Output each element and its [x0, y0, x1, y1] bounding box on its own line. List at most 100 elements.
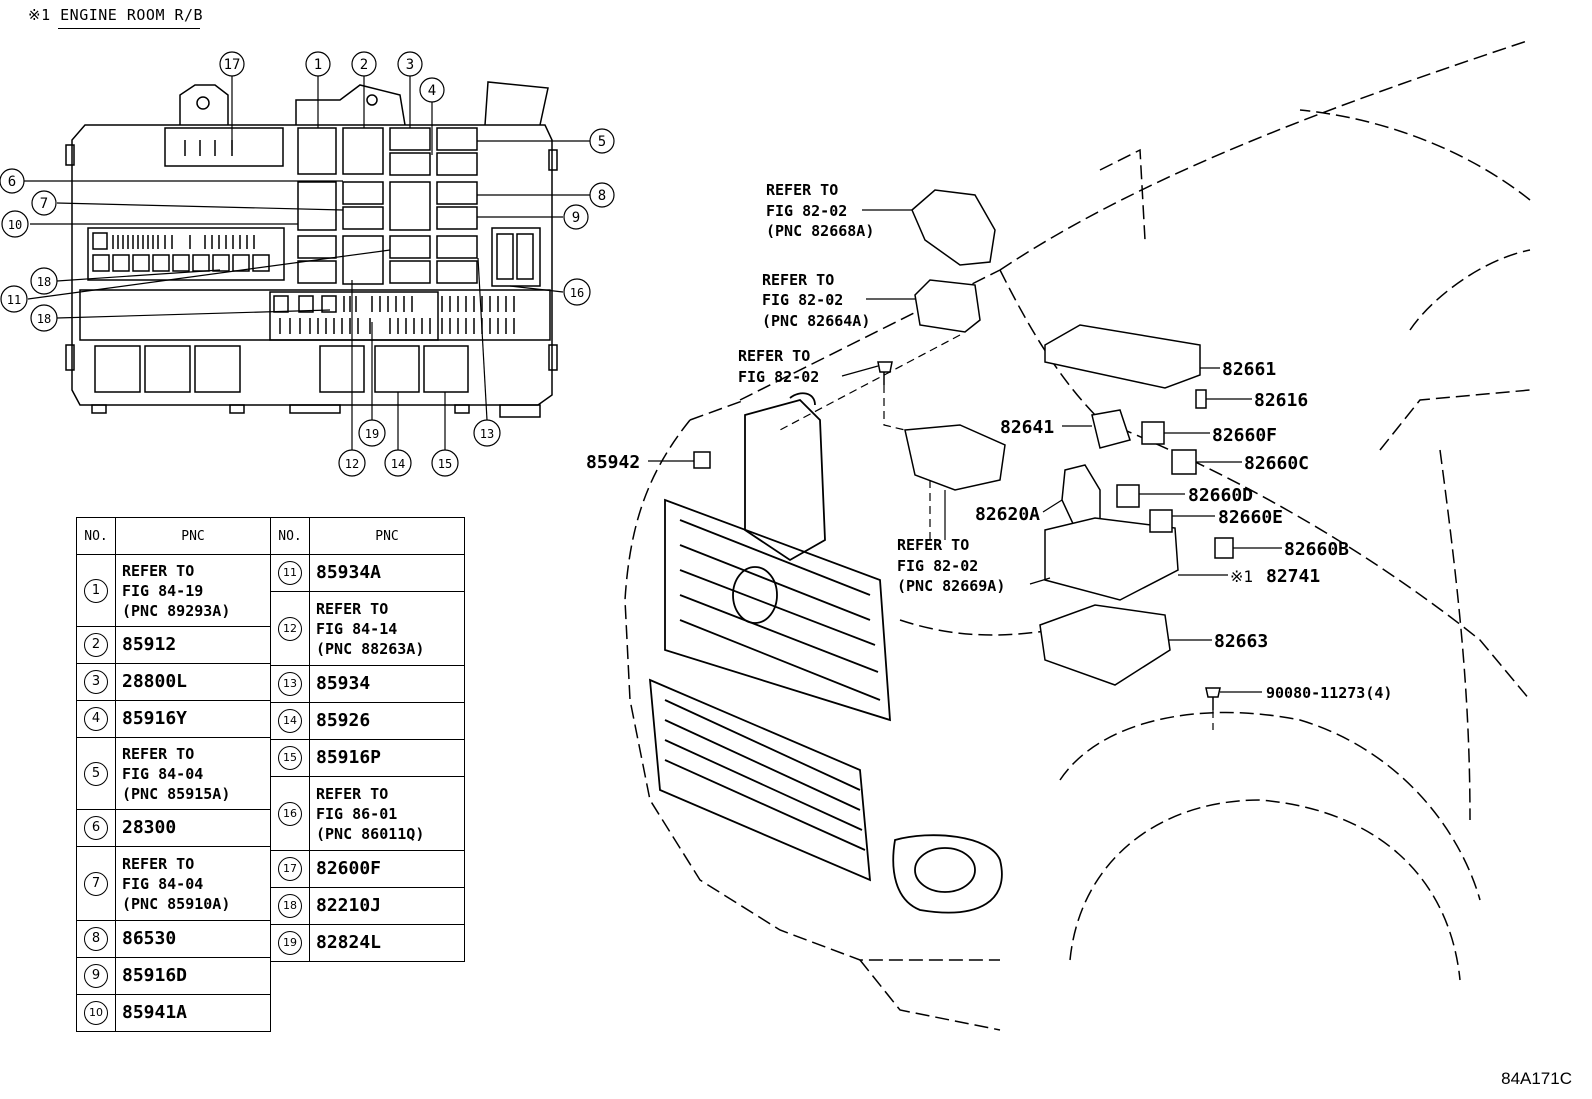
refer-third-line1: REFER TO	[738, 347, 810, 365]
table-row: 1 REFER TO FIG 84-19 (PNC 89293A)	[76, 554, 271, 627]
header-note: ※1 ENGINE ROOM R/B	[28, 6, 203, 29]
callout-19-text: 19	[365, 427, 379, 441]
row-number: 18	[278, 894, 302, 918]
callout-15: 15	[431, 449, 459, 477]
row-pnc: 85916Y	[115, 700, 271, 738]
refer-third-line2: FIG 82-02	[738, 368, 819, 386]
row-number: 7	[84, 871, 108, 896]
row-number: 17	[278, 857, 302, 881]
row-number: 2	[84, 633, 108, 657]
callout-18b-text: 18	[37, 312, 51, 326]
table-row: 3 28800L	[76, 663, 271, 701]
callout-18a: 18	[30, 267, 58, 295]
row-number: 16	[278, 801, 302, 826]
table-header-row: NO. PNC	[76, 517, 271, 555]
parts-drawings	[693, 189, 1234, 710]
label-82660F: 82660F	[1212, 425, 1277, 446]
row-pnc: 85926	[309, 702, 465, 740]
bolt-90080	[1205, 687, 1221, 710]
row-pnc: 85916D	[115, 957, 271, 995]
callout-17-text: 17	[224, 57, 241, 73]
table-row: 17 82600F	[270, 850, 465, 888]
callout-9-text: 9	[572, 210, 580, 226]
fuse-82660B	[1214, 537, 1234, 559]
label-82620A: 82620A	[975, 504, 1040, 525]
callout-10: 10	[1, 210, 29, 238]
row-number: 3	[84, 670, 108, 694]
row-pnc: 85912	[115, 626, 271, 664]
refer-second-line3: (PNC 82664A)	[762, 312, 870, 330]
label-82660C: 82660C	[1244, 453, 1309, 474]
table-row: 6 28300	[76, 809, 271, 847]
row-pnc: 85916P	[309, 739, 465, 777]
relay-box-circles: 17 1 2 3 4 5 6 7 8 9 10 11 12 13 14 15 1…	[0, 51, 615, 477]
refer-callout-top: REFER TO FIG 82-02 (PNC 82668A)	[766, 181, 874, 240]
callout-8: 8	[589, 182, 615, 208]
label-82663: 82663	[1214, 631, 1268, 652]
row-pnc: 28300	[115, 809, 271, 847]
refer-callout-second: REFER TO FIG 82-02 (PNC 82664A)	[762, 271, 870, 330]
relay-82660E	[1149, 509, 1173, 533]
callout-4-text: 4	[428, 83, 436, 99]
clip-85942	[693, 451, 711, 469]
cover-82664	[914, 279, 981, 333]
table-row: 9 85916D	[76, 957, 271, 995]
row-number: 5	[84, 761, 108, 786]
refer-second-line1: REFER TO	[762, 271, 834, 289]
callout-11-text: 11	[7, 293, 21, 307]
refer-bottom-line3: (PNC 82669A)	[897, 577, 1005, 595]
refer-bottom-line1: REFER TO	[897, 536, 969, 554]
callout-3: 3	[397, 51, 423, 77]
row-pnc: REFER TO FIG 84-19 (PNC 89293A)	[115, 554, 271, 627]
row-pnc: REFER TO FIG 86-01 (PNC 86011Q)	[309, 776, 465, 851]
relay-box-leaders	[22, 76, 590, 450]
row-pnc: 28800L	[115, 663, 271, 701]
figure-code: 84A171C	[1501, 1069, 1572, 1088]
header-pnc: PNC	[309, 517, 465, 555]
callout-2-text: 2	[360, 57, 368, 73]
row-pnc: REFER TO FIG 84-04 (PNC 85915A)	[115, 737, 271, 810]
callout-5: 5	[589, 128, 615, 154]
row-number: 1	[84, 578, 108, 603]
pnc-table-left: NO. PNC 1 REFER TO FIG 84-19 (PNC 89293A)…	[76, 517, 271, 1032]
bolt-82616	[1195, 389, 1207, 409]
row-pnc: 86530	[115, 920, 271, 958]
refer-second-line2: FIG 82-02	[762, 291, 843, 309]
callout-19: 19	[358, 419, 386, 447]
callout-10-text: 10	[8, 218, 22, 232]
row-pnc: 82600F	[309, 850, 465, 888]
label-82660B: 82660B	[1284, 539, 1349, 560]
bolt-upper	[877, 361, 893, 385]
row-pnc: 82210J	[309, 887, 465, 925]
cover-82661	[1044, 324, 1201, 389]
refer-top-line1: REFER TO	[766, 181, 838, 199]
row-number: 6	[84, 816, 108, 840]
refer-top-line2: FIG 82-02	[766, 202, 847, 220]
refer-top-line3: (PNC 82668A)	[766, 222, 874, 240]
callout-17: 17	[219, 51, 245, 77]
refer-callout-third: REFER TO FIG 82-02	[738, 347, 819, 386]
callout-14-text: 14	[391, 457, 405, 471]
row-number: 13	[278, 672, 302, 696]
table-header-row: NO. PNC	[270, 517, 465, 555]
callout-16-text: 16	[570, 286, 584, 300]
header-no: NO.	[76, 517, 116, 555]
row-number: 9	[84, 964, 108, 988]
row-pnc: 85934	[309, 665, 465, 703]
callout-13-text: 13	[480, 427, 494, 441]
label-82741-note: ※1	[1230, 567, 1253, 586]
row-pnc: 85934A	[309, 554, 465, 592]
cover-82668	[911, 189, 996, 266]
relay-82660D	[1116, 484, 1140, 508]
refer-callout-bottom: REFER TO FIG 82-02 (PNC 82669A)	[897, 536, 1005, 595]
relay-82660C	[1171, 449, 1197, 475]
relay-82641	[1091, 409, 1131, 449]
row-pnc: REFER TO FIG 84-04 (PNC 85910A)	[115, 846, 271, 921]
row-pnc: 82824L	[309, 924, 465, 962]
callout-6: 6	[0, 168, 25, 194]
